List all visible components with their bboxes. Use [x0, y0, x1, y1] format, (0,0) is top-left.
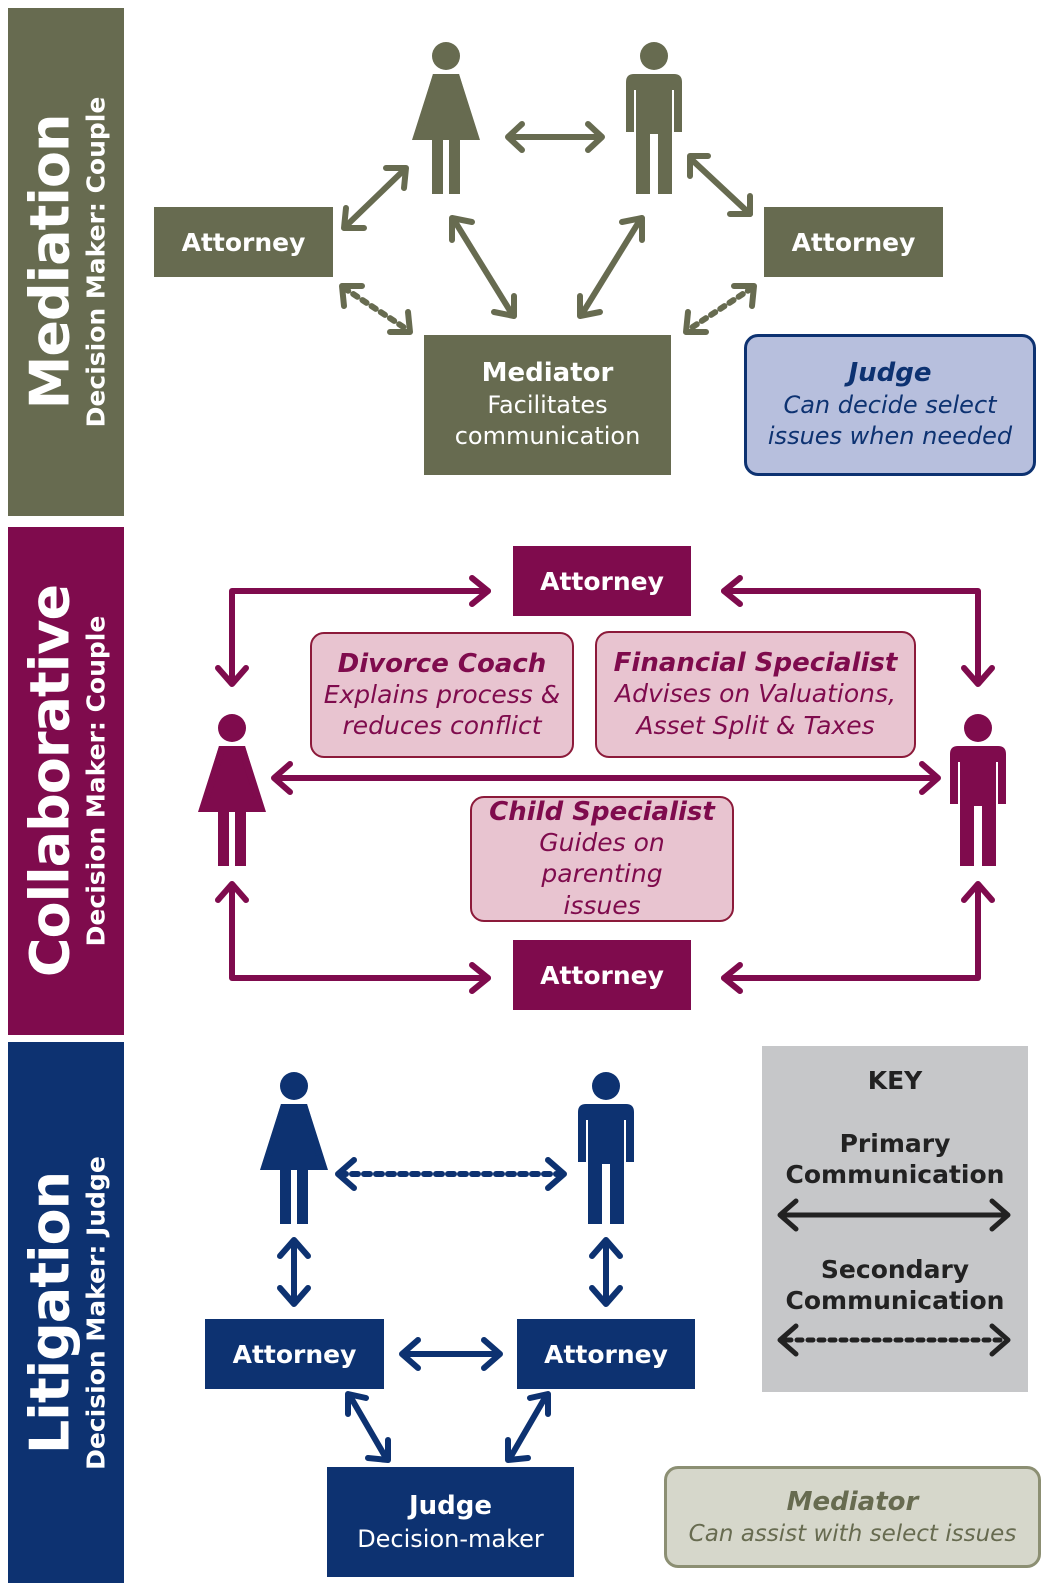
collaborative-band: Collaborative Decision Maker: Couple: [8, 527, 124, 1035]
financial-specialist-desc: Advises on Valuations, Asset Split & Tax…: [615, 679, 896, 740]
mediation-attorney-left: Attorney: [154, 207, 333, 277]
litigation-judge-title: Judge: [408, 1491, 493, 1521]
key-secondary-label: Secondary Communication: [785, 1255, 1005, 1316]
mediation-judge-title: Judge: [848, 357, 932, 388]
man-icon: [950, 714, 1006, 866]
key-box: KEY Primary Communication Secondary Comm…: [762, 1046, 1028, 1392]
litigation-judge-box: Judge Decision-maker: [327, 1467, 574, 1577]
man-icon: [626, 42, 682, 194]
mediator-box: Mediator Facilitates communication: [424, 335, 671, 475]
mediator-desc: Facilitates communication: [454, 390, 641, 450]
divorce-coach-title: Divorce Coach: [337, 648, 547, 679]
litigation-mediator-title: Mediator: [786, 1487, 919, 1517]
litigation-judge-desc: Decision-maker: [357, 1525, 544, 1553]
litigation-band: Litigation Decision Maker: Judge: [8, 1042, 124, 1583]
mediation-judge-box: Judge Can decide select issues when need…: [744, 334, 1036, 476]
litigation-attorney-right: Attorney: [517, 1319, 695, 1389]
woman-icon: [198, 714, 266, 866]
litigation-attorney-left: Attorney: [205, 1319, 384, 1389]
financial-specialist-box: Financial Specialist Advises on Valuatio…: [595, 631, 916, 758]
mediation-band: Mediation Decision Maker: Couple: [8, 8, 124, 516]
mediation-attorney-right: Attorney: [764, 207, 943, 277]
woman-icon: [260, 1072, 328, 1224]
child-specialist-box: Child Specialist Guides on parenting iss…: [470, 796, 734, 922]
collab-attorney-bottom: Attorney: [513, 940, 691, 1010]
litigation-mediator-box: Mediator Can assist with select issues: [664, 1466, 1041, 1568]
woman-icon: [412, 42, 480, 194]
key-title: KEY: [867, 1066, 923, 1095]
man-icon: [578, 1072, 634, 1224]
mediator-title: Mediator: [481, 357, 614, 388]
divorce-coach-desc: Explains process & reduces conflict: [323, 679, 561, 740]
child-specialist-desc: Guides on parenting issues: [539, 828, 665, 920]
financial-specialist-title: Financial Specialist: [613, 648, 898, 679]
collab-attorney-top: Attorney: [513, 546, 691, 616]
divorce-coach-box: Divorce Coach Explains process & reduces…: [310, 632, 574, 758]
child-specialist-title: Child Specialist: [489, 797, 715, 828]
mediation-judge-desc: Can decide select issues when needed: [767, 390, 1013, 450]
key-primary-label: Primary Communication: [785, 1129, 1005, 1190]
litigation-mediator-desc: Can assist with select issues: [688, 1521, 1017, 1547]
